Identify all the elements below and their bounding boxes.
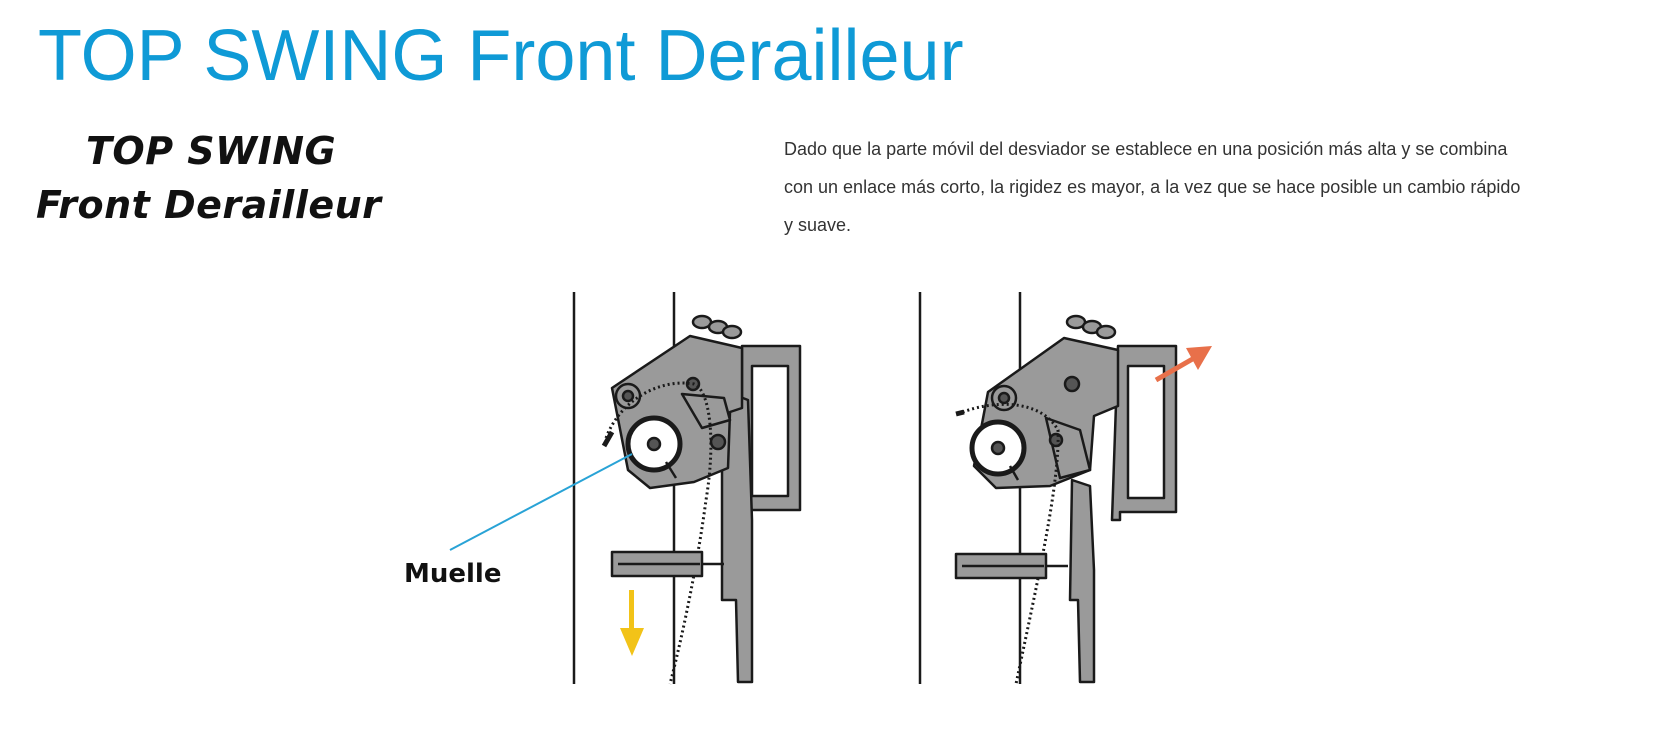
arrow-down-icon [620, 590, 644, 656]
logo-line-2: Front Derailleur [36, 183, 382, 227]
product-logo: TOP SWING Front Derailleur [36, 124, 381, 232]
cable-clamp [680, 392, 732, 430]
logo-line-1: TOP SWING [86, 129, 337, 173]
shift-cable [604, 381, 713, 685]
inner-cage-plate [1068, 478, 1096, 684]
derailleur-left [449, 292, 802, 685]
chain-guide-inner [1126, 364, 1166, 500]
arrow-up-right-icon [1154, 346, 1212, 383]
bolt-icon [1095, 324, 1117, 340]
shift-cable [957, 402, 1060, 685]
derailleur-right [918, 292, 1212, 685]
chain-guide-inner [750, 364, 790, 498]
bolt-icon [721, 324, 743, 340]
inner-cage-plate [720, 388, 754, 684]
spring-label: Muelle [404, 559, 501, 589]
spring-pointer-line [449, 453, 633, 551]
page-title: TOP SWING Front Derailleur [38, 16, 964, 96]
description-text: Dado que la parte móvil del desviador se… [784, 139, 1521, 235]
